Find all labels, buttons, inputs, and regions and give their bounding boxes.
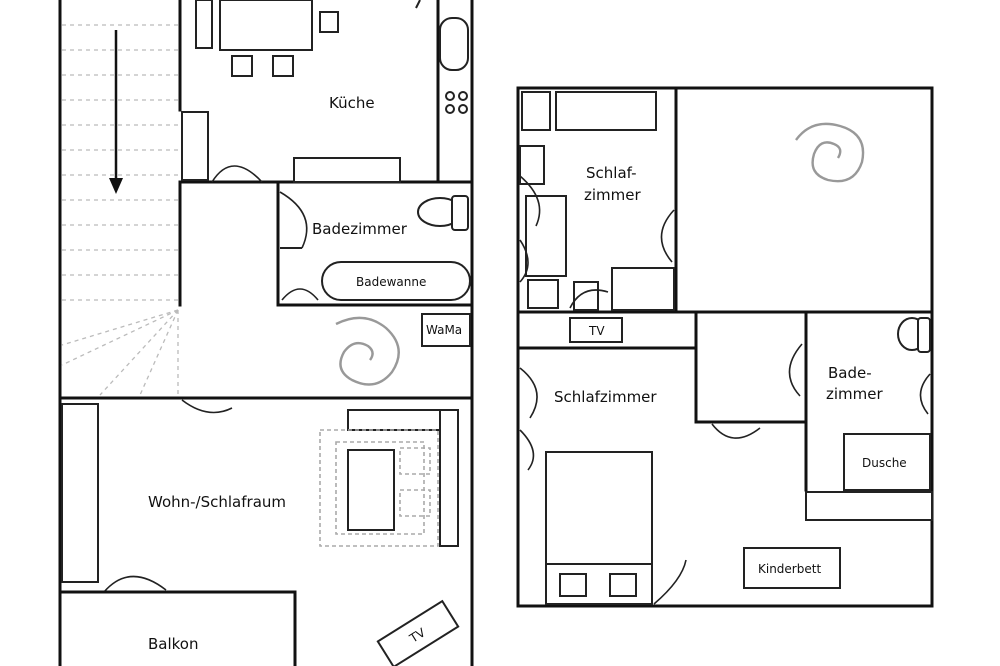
room-label-badezimmer: Badezimmer	[312, 220, 408, 238]
label-dusche: Dusche	[862, 456, 907, 470]
kitchen-furniture	[181, 0, 469, 183]
tv-left: TV	[376, 599, 460, 666]
bathroom-right-furniture	[805, 317, 933, 521]
room-label-kueche: Küche	[329, 94, 375, 112]
label-wama: WaMa	[426, 323, 462, 337]
room-label-schlafzimmer-small-line1: Schlaf-	[586, 164, 637, 182]
bathroom-furniture	[279, 191, 471, 301]
left-floor-plan: Küche Badezimmer Badewanne WaMa	[58, 0, 474, 666]
label-badewanne: Badewanne	[356, 275, 426, 289]
living-room-furniture	[61, 399, 459, 593]
room-label-badezimmer-right-line2: zimmer	[826, 385, 883, 403]
stove-icon	[445, 91, 468, 114]
room-label-schlafzimmer-small-line2: zimmer	[584, 186, 641, 204]
room-label-wohn-schlafraum: Wohn-/Schlafraum	[148, 493, 286, 511]
room-label-balkon: Balkon	[148, 635, 199, 653]
balcony-outline	[58, 590, 297, 666]
small-bedroom-furniture	[519, 91, 675, 311]
staircase	[61, 24, 179, 396]
tv-right	[569, 317, 623, 343]
room-label-badezimmer-right-line1: Bade-	[828, 364, 872, 382]
bedroom-furniture	[519, 343, 803, 605]
swirl-icon	[335, 316, 400, 386]
swirl-icon	[795, 122, 865, 183]
room-label-schlafzimmer: Schlafzimmer	[554, 388, 657, 406]
label-tv-right: TV	[588, 324, 605, 338]
toilet-icon	[897, 317, 931, 353]
toilet-icon	[417, 195, 469, 231]
stair-direction-arrow-icon	[109, 30, 123, 194]
right-floor-plan: Schlaf- zimmer TV Schlafzimmer	[516, 86, 934, 608]
kinderbett	[743, 547, 841, 589]
label-kinderbett: Kinderbett	[758, 562, 821, 576]
washing-machine	[421, 313, 471, 347]
